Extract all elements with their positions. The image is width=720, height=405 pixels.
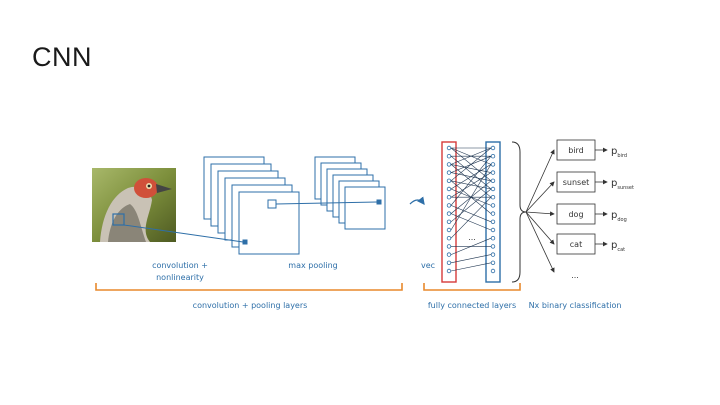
hidden-node [490,244,496,249]
fc-edge [450,164,492,231]
conv-pooling-bracket [95,283,403,291]
class-label-bird: bird [568,146,584,155]
vec-node [446,227,452,233]
label-max-pooling: max pooling [288,261,337,270]
class-label-cat: cat [570,240,582,249]
classes-ellipsis: ... [571,271,579,280]
label-convolution: convolution + [152,261,208,270]
hidden-node [490,252,496,257]
class-label-sunset: sunset [563,178,590,187]
vec-node [446,244,452,249]
hidden-node [490,153,496,159]
vec-node [446,170,452,175]
fc-edge [450,155,492,190]
fc-edge [450,188,492,223]
hidden-node [490,162,496,167]
label-fully-connected: fully connected layers [428,301,516,310]
class-outputs: bird sunset dog cat pbird psunset pdog p… [525,139,634,280]
slide-title: CNN [32,42,92,72]
fc-edges [450,147,492,272]
pooling-feature-maps [314,156,386,230]
prob-cat: pcat [611,240,625,253]
fc-bracket [423,283,521,291]
prob-dog: pdog [611,210,627,223]
conv-connector [123,224,244,243]
flatten-arrow [409,196,425,206]
hidden-node [490,235,496,241]
vec-node [446,211,452,216]
vec-node [446,268,452,274]
prob-bird: pbird [611,146,627,159]
hidden-node [490,145,496,151]
fc-edge [450,196,492,239]
fc-edge [450,213,492,231]
fc-edge [450,156,492,206]
vec-node [446,203,452,208]
hidden-node [490,186,496,192]
vec-node [446,186,452,192]
fc-edge [450,147,492,165]
hidden-node [490,227,496,233]
hidden-node [490,194,496,200]
hidden-node [490,260,496,265]
vec-node [446,162,452,167]
hidden-node [490,219,496,224]
hidden-ellipsis: ... [468,233,476,242]
vec-nodes [446,145,452,274]
hidden-node [490,268,496,274]
class-label-dog: dog [568,210,583,219]
bird-photo [92,168,176,242]
conv-feature-maps [203,156,300,255]
vec-node [446,194,452,200]
vec-node [446,252,452,257]
hidden-node [490,211,496,216]
hidden-node [490,170,496,175]
hidden-node [490,203,496,208]
vec-node [446,235,452,241]
fc-edge [450,262,492,272]
vec-node [446,260,452,265]
label-nx-binary: Nx binary classification [529,301,622,310]
hidden-node [490,178,496,183]
vec-node [446,153,452,159]
prob-sunset: psunset [611,178,634,191]
hidden-column [485,141,501,283]
fc-edge [450,164,492,173]
fc-edge [450,237,492,255]
vec-node [446,145,452,151]
output-brace [511,141,527,283]
vec-node [446,178,452,183]
fc-edge [450,254,492,264]
vec-node [446,219,452,224]
vec-column [441,141,457,283]
fc-edge [450,164,492,190]
fc-edge [450,172,492,198]
fc-edge [450,205,492,223]
fc-edge [450,147,492,182]
label-vec: vec [421,261,435,270]
hidden-nodes [490,145,496,274]
pool-connector [275,201,378,205]
label-nonlinearity: nonlinearity [156,273,204,282]
label-conv-pooling-layers: convolution + pooling layers [193,301,308,310]
